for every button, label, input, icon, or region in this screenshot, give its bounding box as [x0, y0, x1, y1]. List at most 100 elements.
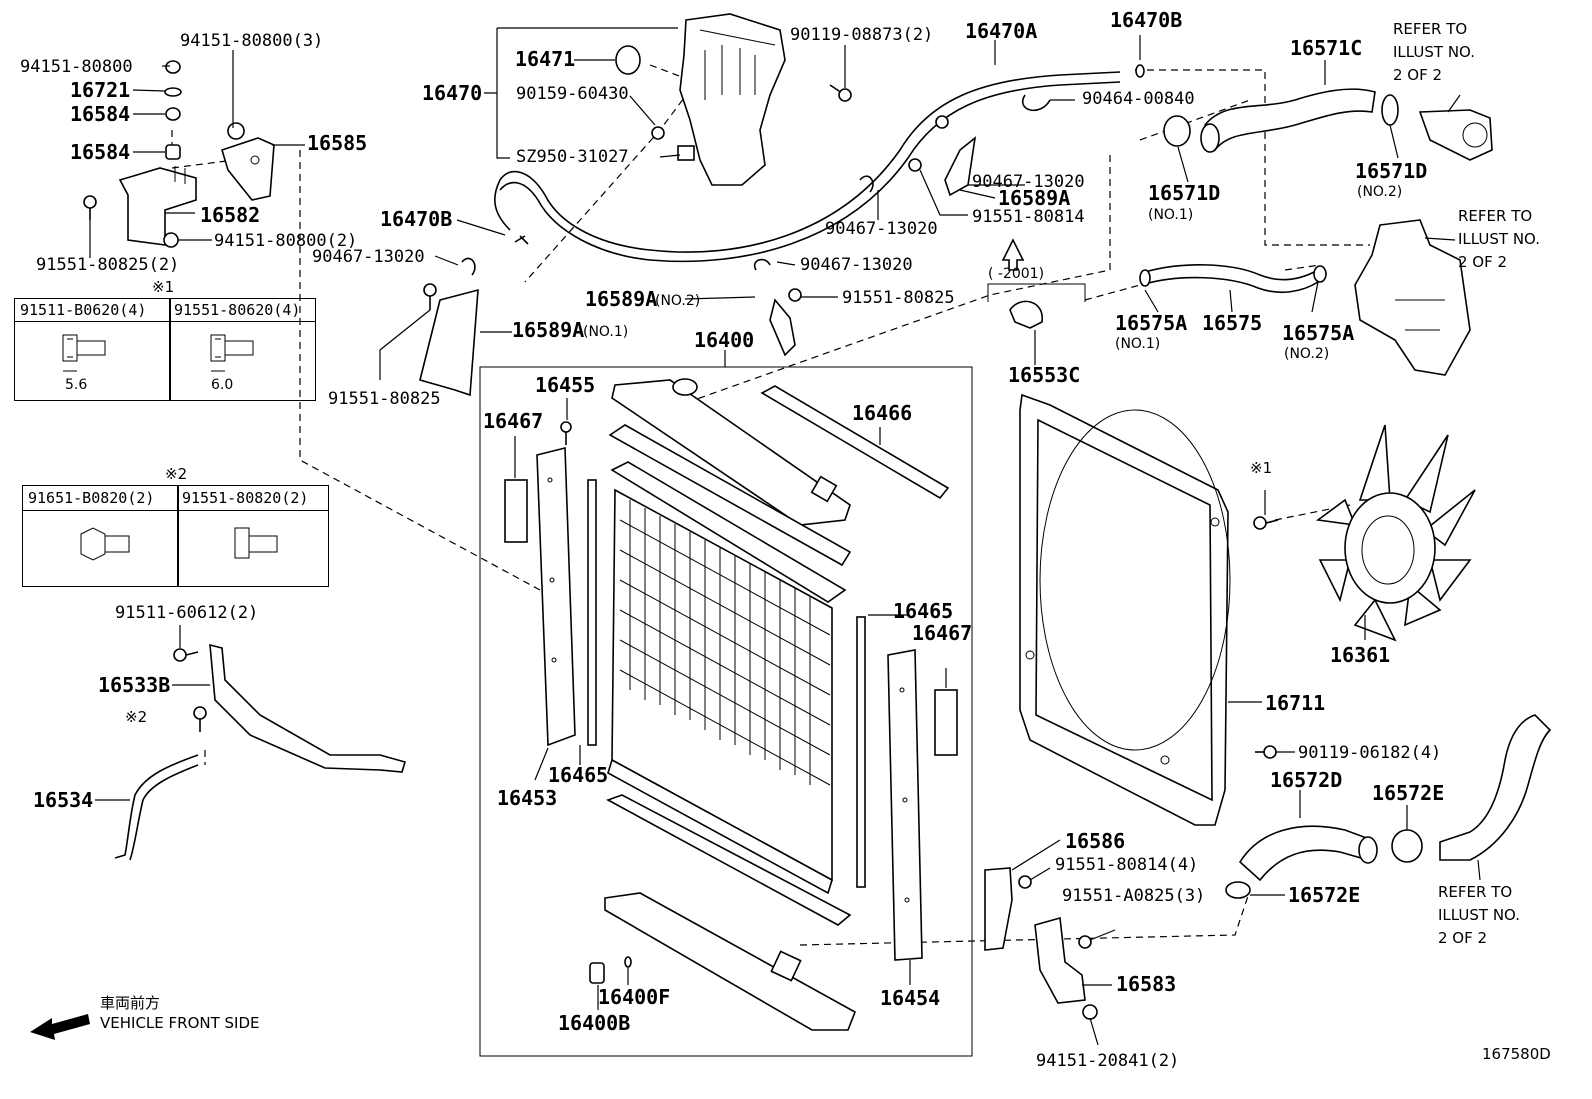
- table-2-col2: 91551-80820(2): [182, 489, 309, 507]
- refer-note-mid-right: REFER TO ILLUST NO. 2 OF 2: [1458, 207, 1541, 271]
- label-16589A-no2-suffix: (NO.2): [655, 293, 700, 309]
- label-16553C: 16553C: [1008, 363, 1080, 387]
- label-16571D-no2-suffix: (NO.2): [1357, 184, 1402, 200]
- label-16582: 16582: [200, 203, 260, 227]
- label-16453: 16453: [497, 786, 557, 810]
- label-90467-13020-c: 90467-13020: [312, 247, 425, 267]
- lower-brackets: [984, 867, 1098, 1020]
- fastener-table-2: ※2 91651-B0820(2) 91551-80820(2): [22, 465, 329, 587]
- reservoir-tank: [615, 13, 852, 186]
- label-90464-00840: 90464-00840: [1082, 89, 1195, 109]
- table-1-bolt-icons: [62, 334, 254, 372]
- label-16466: 16466: [852, 401, 912, 425]
- label-16465-right: 16465: [893, 599, 953, 623]
- table-2-mark: ※2: [165, 465, 188, 483]
- label-16575: 16575: [1202, 311, 1262, 335]
- label-16721: 16721: [70, 78, 130, 102]
- vehicle-front-label-jp: 車両前方: [100, 994, 161, 1012]
- figure-id: 167580D: [1482, 1045, 1551, 1063]
- label-16572E-top: 16572E: [1372, 781, 1444, 805]
- label-91551-80814: 91551-80814: [972, 207, 1085, 227]
- label-94151-20841-2: 94151-20841(2): [1036, 1051, 1179, 1071]
- label-16470A: 16470A: [965, 19, 1037, 43]
- fan-shroud: [1019, 393, 1279, 826]
- fastener-table-1: ※1 91511-B0620(4) 91551-80620(4) 5.6 6.0: [14, 278, 316, 401]
- label-90467-13020-a: 90467-13020: [972, 172, 1085, 192]
- label-16571D-no2: 16571D: [1355, 159, 1427, 183]
- label-16454: 16454: [880, 986, 940, 1010]
- label-16589A-no1-suffix: (NO.1): [583, 324, 628, 340]
- label-16711: 16711: [1265, 691, 1325, 715]
- vehicle-front-label-en: VEHICLE FRONT SIDE: [100, 1014, 260, 1032]
- cooling-fan: [1315, 424, 1476, 642]
- table-2-col1: 91651-B0820(2): [28, 489, 155, 507]
- leader-lines: [89, 27, 1481, 1046]
- label-16572E-bottom: 16572E: [1288, 883, 1360, 907]
- label-91551-A0825-3: 91551-A0825(3): [1062, 886, 1205, 906]
- label-90119-06182-4: 90119-06182(4): [1298, 743, 1441, 763]
- lower-right-hoses: [1225, 714, 1552, 899]
- upper-right-hoses: [1009, 88, 1493, 376]
- label-year-range: ( -2001): [988, 266, 1044, 282]
- label-16586: 16586: [1065, 829, 1125, 853]
- year-range-bracket: [987, 283, 1086, 302]
- label-90159-60430: 90159-60430: [516, 84, 629, 104]
- table-1-col1: 91511-B0620(4): [20, 301, 147, 319]
- label-16465-left: 16465: [548, 763, 608, 787]
- refer-note-top-right: REFER TO ILLUST NO. 2 OF 2: [1393, 20, 1476, 84]
- table-1-dim2: 6.0: [211, 377, 234, 393]
- label-16589A-top: 16589A: [998, 186, 1070, 210]
- radiator-assembly: [504, 378, 958, 1031]
- table-2-bolt-icons: [80, 527, 278, 561]
- table-1-dim1: 5.6: [65, 377, 88, 393]
- label-91551-80825-2: 91551-80825(2): [36, 255, 179, 275]
- label-star2-marker: ※2: [125, 708, 147, 726]
- table-1-mark: ※1: [152, 278, 175, 296]
- label-SZ950-31027: SZ950-31027: [516, 147, 629, 167]
- label-94151-80800-3: 94151-80800(3): [180, 31, 323, 51]
- label-91551-80825-low: 91551-80825: [328, 389, 441, 409]
- label-94151-80800: 94151-80800: [20, 57, 133, 77]
- label-16400F: 16400F: [598, 985, 670, 1009]
- label-16584-b: 16584: [70, 140, 130, 164]
- label-16400: 16400: [694, 328, 754, 352]
- label-16470B-top: 16470B: [1110, 8, 1182, 32]
- label-91551-80814-4: 91551-80814(4): [1055, 855, 1198, 875]
- label-16467-left: 16467: [483, 409, 543, 433]
- top-left-bracket-group: [83, 60, 275, 248]
- label-16470: 16470: [422, 81, 482, 105]
- table-1-col2: 91551-80620(4): [174, 301, 301, 319]
- radiator-support-stays: [114, 643, 407, 861]
- hoses-top: [461, 64, 1145, 276]
- hose-brackets-16589A: [419, 258, 802, 397]
- label-16583: 16583: [1116, 972, 1176, 996]
- label-16575A-no1: 16575A: [1115, 311, 1187, 335]
- label-16575A-no2: 16575A: [1282, 321, 1354, 345]
- label-91511-60612-2: 91511-60612(2): [115, 603, 258, 623]
- refer-note-bottom-right: REFER TO ILLUST NO. 2 OF 2: [1438, 883, 1521, 947]
- label-16575A-no2-suffix: (NO.2): [1284, 346, 1329, 362]
- label-16572D: 16572D: [1270, 768, 1342, 792]
- label-91551-80825-mid: 91551-80825: [842, 288, 955, 308]
- radiator-assembly-frame: [479, 366, 973, 1057]
- label-16571D-no1-suffix: (NO.1): [1148, 207, 1193, 223]
- label-16589A-no2: 16589A: [585, 287, 657, 311]
- label-90467-13020-d: 90467-13020: [800, 255, 913, 275]
- label-16361: 16361: [1330, 643, 1390, 667]
- label-16534: 16534: [33, 788, 93, 812]
- label-94151-80800-2: 94151-80800(2): [214, 231, 357, 251]
- label-16467-right: 16467: [912, 621, 972, 645]
- label-16470B-left: 16470B: [380, 207, 452, 231]
- label-16585: 16585: [307, 131, 367, 155]
- label-16533B: 16533B: [98, 673, 170, 697]
- label-16584-a: 16584: [70, 102, 130, 126]
- vehicle-front-arrow-icon: [30, 1014, 90, 1040]
- label-16571D-no1: 16571D: [1148, 181, 1220, 205]
- label-16575A-no1-suffix: (NO.1): [1115, 336, 1160, 352]
- label-16589A-no1: 16589A: [512, 318, 584, 342]
- label-16471: 16471: [515, 47, 575, 71]
- label-90467-13020-b: 90467-13020: [825, 219, 938, 239]
- label-16455: 16455: [535, 373, 595, 397]
